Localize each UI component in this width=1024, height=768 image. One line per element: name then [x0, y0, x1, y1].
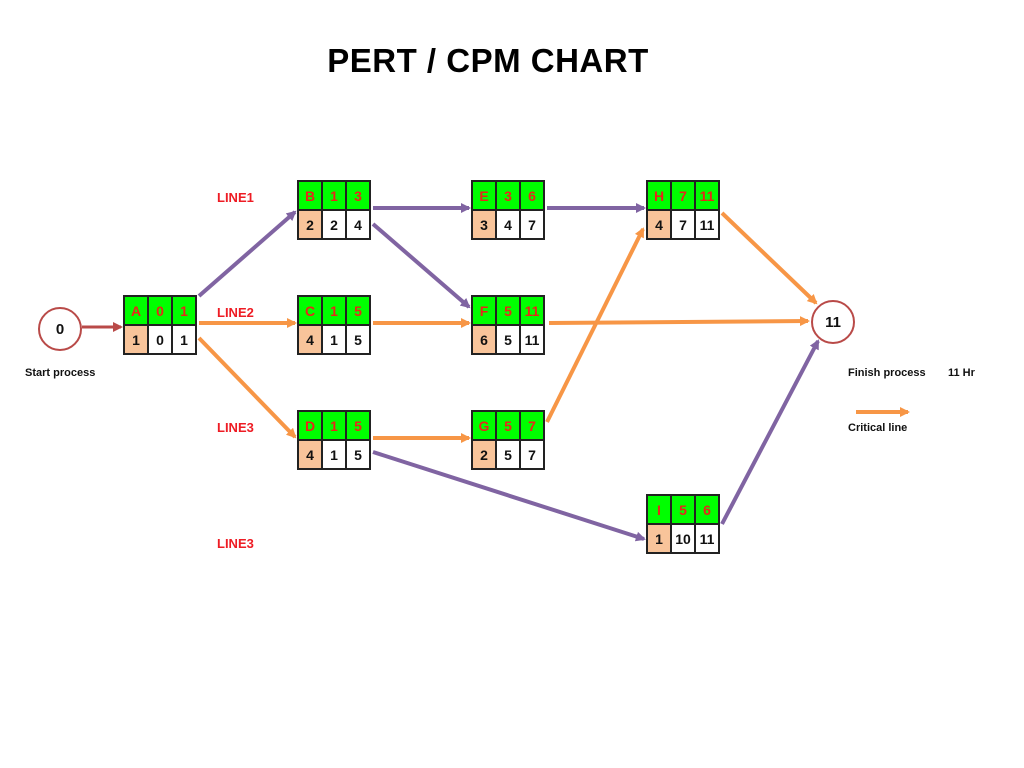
activity-id: I [648, 496, 670, 523]
duration: 2 [299, 211, 321, 238]
early-start: 1 [323, 412, 345, 439]
early-start: 7 [672, 182, 694, 209]
early-finish: 6 [696, 496, 718, 523]
duration: 1 [125, 326, 147, 353]
finish-process-label: Finish process [848, 367, 926, 379]
late-finish: 4 [347, 211, 369, 238]
early-finish: 3 [347, 182, 369, 209]
early-start: 1 [323, 182, 345, 209]
activity-id: A [125, 297, 147, 324]
early-start: 0 [149, 297, 171, 324]
line-label-3: LINE3 [217, 420, 254, 435]
edge-a-to-b [197, 210, 297, 298]
edge-f-to-finish [548, 316, 810, 327]
activity-id: D [299, 412, 321, 439]
early-finish: 11 [521, 297, 543, 324]
late-start: 2 [323, 211, 345, 238]
duration: 3 [473, 211, 495, 238]
page-title: PERT / CPM CHART [327, 42, 649, 79]
edge-a-to-d [197, 336, 297, 439]
late-finish: 7 [521, 441, 543, 468]
late-start: 5 [497, 326, 519, 353]
late-start: 10 [672, 525, 694, 552]
duration: 1 [648, 525, 670, 552]
early-finish: 11 [696, 182, 718, 209]
late-start: 7 [672, 211, 694, 238]
late-finish: 11 [696, 211, 718, 238]
edge-g-to-h [545, 227, 645, 423]
early-start: 3 [497, 182, 519, 209]
duration: 2 [473, 441, 495, 468]
line-label-4: LINE3 [217, 536, 254, 551]
edge-d-to-i [372, 450, 646, 542]
activity-id: G [473, 412, 495, 439]
early-finish: 5 [347, 297, 369, 324]
activity-id: H [648, 182, 670, 209]
line-label-2: LINE2 [217, 305, 254, 320]
start-process-label: Start process [25, 367, 96, 379]
start-node-value: 0 [55, 320, 65, 338]
activity-id: B [299, 182, 321, 209]
critical-line-legend-label: Critical line [848, 422, 908, 434]
activity-id: E [473, 182, 495, 209]
finish-node[interactable]: 11 [811, 300, 855, 344]
duration: 4 [648, 211, 670, 238]
duration: 4 [299, 326, 321, 353]
start-node[interactable]: 0 [38, 307, 82, 351]
late-start: 1 [323, 326, 345, 353]
early-finish: 5 [347, 412, 369, 439]
early-start: 5 [672, 496, 694, 523]
early-start: 1 [323, 297, 345, 324]
late-start: 0 [149, 326, 171, 353]
early-finish: 6 [521, 182, 543, 209]
late-start: 5 [497, 441, 519, 468]
early-finish: 7 [521, 412, 543, 439]
finish-duration: 11 Hr [948, 367, 975, 379]
late-finish: 5 [347, 441, 369, 468]
late-start: 4 [497, 211, 519, 238]
early-start: 5 [497, 412, 519, 439]
late-finish: 7 [521, 211, 543, 238]
early-finish: 1 [173, 297, 195, 324]
activity-id: C [299, 297, 321, 324]
edge-b-to-f [371, 222, 471, 309]
duration: 4 [299, 441, 321, 468]
late-start: 1 [323, 441, 345, 468]
line-label-1: LINE1 [217, 190, 254, 205]
edge-h-to-finish [720, 211, 818, 305]
late-finish: 1 [173, 326, 195, 353]
late-finish: 11 [521, 326, 543, 353]
late-finish: 5 [347, 326, 369, 353]
finish-node-value: 11 [825, 313, 841, 331]
activity-id: F [473, 297, 495, 324]
early-start: 5 [497, 297, 519, 324]
duration: 6 [473, 326, 495, 353]
edge-i-to-finish [720, 339, 820, 525]
late-finish: 11 [696, 525, 718, 552]
